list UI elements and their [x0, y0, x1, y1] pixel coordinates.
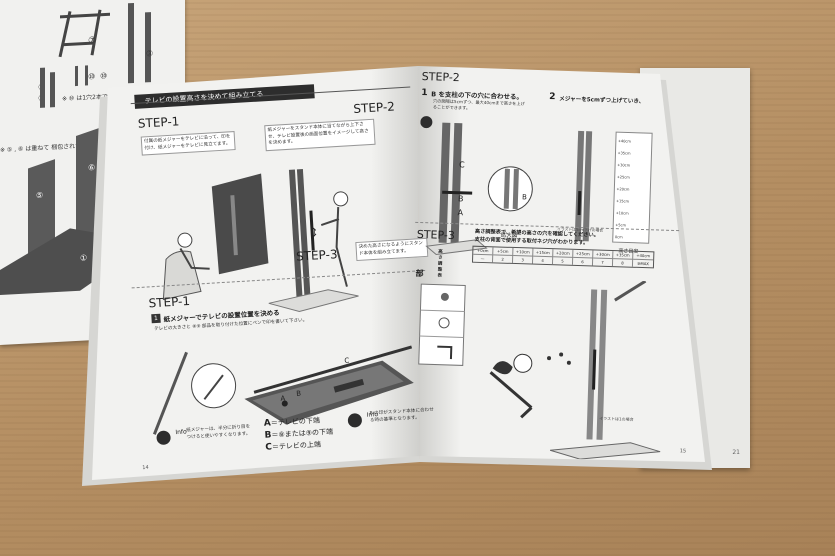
svg-text:+25cm: +25cm [617, 175, 631, 179]
diagram-letter: B [296, 390, 301, 398]
info-icon [156, 430, 171, 446]
table-cell: 8 [612, 258, 634, 267]
left-sheet-panel [28, 159, 55, 257]
svg-text:⇕: ⇕ [308, 225, 319, 240]
washer-part [513, 353, 533, 373]
part-label: ⑦ [88, 36, 96, 46]
stand-base [268, 289, 359, 313]
step1-heading: STEP-1 [137, 114, 180, 131]
hex-wrench [489, 371, 533, 409]
diagram-letter: A [457, 208, 463, 217]
left-sheet-bar-part [128, 2, 134, 84]
part-label: ⑩ [100, 71, 107, 80]
left-sheet-note: ※ ⑩ は1穴2本で [62, 92, 108, 102]
svg-text:+15cm: +15cm [616, 199, 630, 203]
stand-column [438, 122, 451, 243]
left-page-content: テレビの設置高さを決めて組み立てる STEP-1 STEP-2 付属の紙メジャー… [116, 74, 438, 475]
step2-heading: STEP-2 [353, 99, 396, 116]
svg-text:+40cm: +40cm [618, 139, 632, 143]
item2-text: メジャーを5cmずつ上げていき、 [559, 96, 645, 105]
legend-item: C＝テレビの上端 [265, 440, 322, 453]
standing-person-head [333, 191, 349, 207]
right-step2-heading: STEP-2 [421, 70, 460, 85]
left-page-number: 14 [142, 464, 149, 472]
table-cell: 2 [492, 254, 514, 263]
table-cell: 7 [592, 257, 614, 267]
svg-text:+20cm: +20cm [616, 187, 630, 191]
legend: A＝テレビの下端 B＝⑧または⑨の下端 C＝テレビの上端 [264, 414, 334, 454]
tv-on-wall [211, 173, 269, 275]
tape-measure-illustration: A B C [152, 345, 414, 435]
right-page-number: 15 [679, 448, 687, 455]
under-sheet-page-number: 21 [732, 449, 740, 456]
right-step3-heading: STEP-3 [416, 227, 456, 243]
table-cell: 5 [552, 256, 574, 265]
assembly-illustration: イラストは1の場合 [418, 279, 661, 460]
height-scale [612, 131, 653, 244]
diagram-letter: A [280, 394, 285, 402]
table-cell: ⑨MAX [632, 258, 654, 268]
svg-text:+35cm: +35cm [617, 151, 631, 155]
lower-step1-heading: STEP-1 [148, 293, 191, 311]
seated-person-head [177, 232, 193, 248]
table-cell: — [473, 253, 494, 263]
bottom-note: イラストは1の場合 [599, 415, 634, 422]
step3-heading: STEP-3 [295, 247, 338, 264]
table-cell: 4 [532, 255, 554, 265]
svg-text:0cm: 0cm [615, 235, 623, 239]
info-icon [347, 413, 363, 428]
svg-text:+5cm: +5cm [615, 223, 626, 227]
height-table-label: 高さ目安 [618, 247, 638, 255]
step2-illustration: C B A B 拡大図 イラストは5cm下げの場合 +40cm +35cm +3… [420, 116, 653, 256]
stand-pole [288, 169, 303, 300]
part-label: ① [80, 253, 87, 262]
right-page-content: STEP-2 1 B を支柱の下の穴に合わせる。 穴の間隔は5cmずつ、最大40… [410, 70, 687, 466]
table-cell: 3 [512, 254, 534, 264]
svg-text:+30cm: +30cm [617, 163, 631, 167]
diagram-letter: C [344, 357, 349, 365]
part-label: ⑥ [88, 163, 95, 172]
enlarged-label: 拡大図 [501, 231, 518, 240]
armchair [162, 250, 202, 301]
step-overview-illustration: ⇕ [162, 169, 359, 313]
svg-text:+10cm: +10cm [616, 211, 630, 215]
hex-key-icon [437, 345, 453, 360]
stand-column [586, 289, 598, 440]
part-label: ③ [146, 49, 153, 58]
item2-number: 2 [549, 92, 556, 103]
diagram-letter: C [459, 160, 465, 169]
table-cell: 6 [572, 256, 594, 266]
stand-base [549, 442, 661, 460]
illustration-note: イラストは5cm下げの場合 [557, 226, 603, 232]
left-sheet-bar-part [145, 12, 151, 83]
item1-number: 1 [421, 87, 428, 99]
part-label: ⑩ [88, 72, 95, 81]
tape-measure-strip [152, 351, 188, 435]
part-label: ⑤ [36, 191, 43, 200]
lower-step-badge: 1 [151, 313, 161, 324]
diagram-letter: B [522, 193, 527, 201]
diagram-letter: B [458, 194, 464, 203]
enlarged-detail [487, 166, 533, 212]
